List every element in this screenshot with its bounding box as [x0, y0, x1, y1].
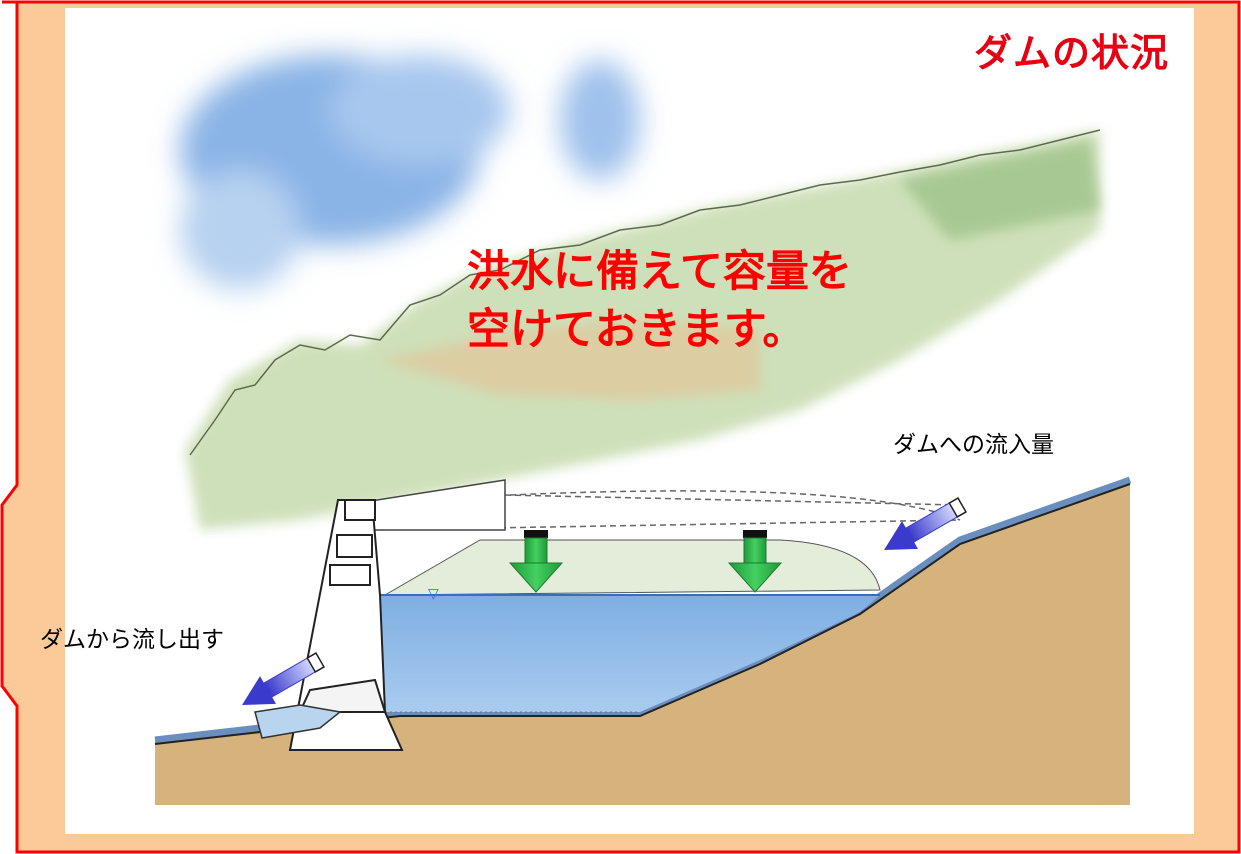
inflow-label: ダムへの流入量 [893, 432, 1054, 458]
inflow-arrow-icon [884, 497, 967, 550]
headline-line-1: 洪水に備えて容量を [467, 247, 852, 297]
outflow-label: ダムから流し出す [40, 627, 224, 653]
ridge-line [189, 129, 1101, 456]
dam-body [288, 479, 506, 751]
ground-hillside [155, 480, 1130, 805]
headline-line-2: 空けておきます。 [467, 305, 806, 355]
down-arrow-icon [508, 530, 564, 593]
headline-message: 洪水に備えて容量を 空けておきます。 [467, 243, 852, 359]
down-arrow-icon [727, 530, 783, 593]
reservoir-water [380, 595, 880, 712]
outflow-channel [254, 704, 342, 739]
flood-capacity-outline [369, 490, 961, 531]
svg-text:▽: ▽ [428, 586, 439, 602]
outflow-arrow-icon [242, 652, 325, 705]
sky-clouds [180, 55, 640, 290]
page-title: ダムの状況 [973, 31, 1169, 75]
